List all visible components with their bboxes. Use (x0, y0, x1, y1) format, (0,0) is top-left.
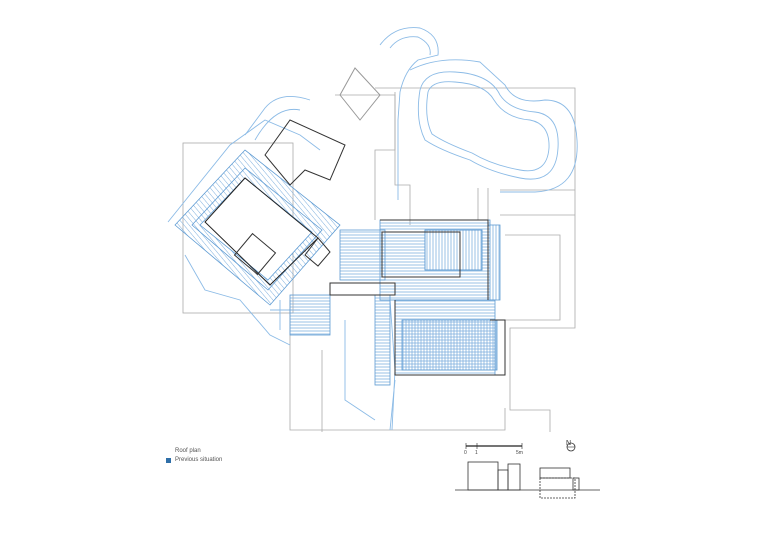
north-arrow-icon (566, 442, 576, 452)
scale-bar (465, 443, 523, 449)
scale-label-1: 1 (475, 450, 478, 456)
legend-label: Roof plan (175, 448, 201, 454)
legend-label: Previous situation (175, 457, 223, 463)
legend-swatch-roof-plan (166, 449, 171, 454)
north-label: N (566, 440, 572, 447)
scale-label-0: 0 (464, 450, 467, 456)
legend-swatch-previous (166, 458, 171, 463)
scale-label-5m: 5m (516, 450, 523, 456)
legend-item-previous-situation: Previous situation (166, 456, 222, 465)
previous-roof-hatching (174, 149, 501, 386)
legend: Roof plan Previous situation (166, 447, 222, 465)
site-outline (182, 87, 576, 432)
section-thumbnail (455, 461, 600, 499)
current-roof-outline (204, 67, 506, 376)
legend-item-roof-plan: Roof plan (166, 447, 222, 456)
